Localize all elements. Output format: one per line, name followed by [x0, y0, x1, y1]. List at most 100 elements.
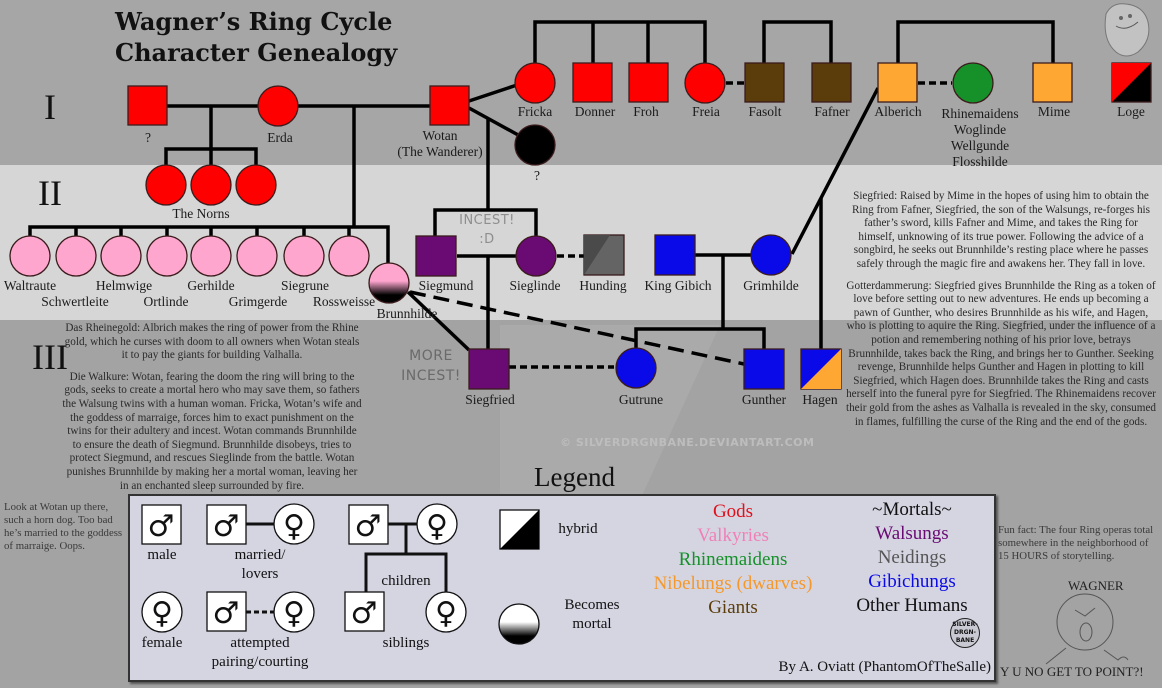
legend-label-attempted-line-1: attempted	[230, 635, 290, 651]
generation-label-2: II	[38, 173, 62, 213]
male-symbol-icon: ♂	[213, 509, 240, 544]
label-ortlinde: Ortlinde	[143, 294, 189, 309]
node-gutrune[interactable]	[615, 347, 657, 389]
category-gods: Gods	[712, 501, 754, 522]
node-donner[interactable]	[572, 62, 613, 103]
node-freia[interactable]	[684, 62, 726, 104]
node-sieglinde[interactable]	[515, 235, 557, 277]
sibling-bar-gods	[533, 20, 707, 63]
label-wotan-alias: (The Wanderer)	[397, 144, 483, 159]
sibling-bar-giants	[762, 20, 833, 63]
label-donner: Donner	[574, 104, 616, 119]
node-norn[interactable]	[145, 164, 187, 206]
node-wotan[interactable]	[429, 85, 470, 126]
node-alberich[interactable]	[877, 62, 918, 103]
label-helmwige: Helmwige	[95, 278, 153, 293]
male-symbol-icon: ♂	[148, 509, 175, 544]
story-siegfried: Siegfried: Raised by Mime in the hopes o…	[851, 190, 1151, 270]
story-gotterdammerung: Gotterdammerung: Siegfried gives Brunnhi…	[845, 279, 1157, 428]
node-loge-fire-half	[1112, 63, 1151, 102]
story-rheingold: Das Rheinegold: Albrich makes the ring o…	[64, 322, 360, 362]
label-alberich: Alberich	[874, 104, 922, 119]
legend-symbols: ♂ ♂ ♀ ♂ ♀ ♂ ♀ ♀ ♂ ♀	[141, 503, 540, 645]
note-fun-fact: Fun fact: The four Ring operas total som…	[998, 524, 1154, 562]
legend-label-attempted: attempted pairing/courting	[212, 634, 309, 672]
node-rhinemaidens[interactable]	[952, 62, 994, 104]
node-siegrune[interactable]	[283, 235, 325, 277]
category-nibelungs: Nibelungs (dwarves)	[653, 573, 813, 594]
label-waltraute: Waltraute	[3, 278, 57, 293]
legend-becomes-mortal-icon	[498, 603, 540, 645]
node-waltraute[interactable]	[9, 235, 51, 277]
legend-sibling-male-icon	[344, 591, 385, 632]
node-grimhilde[interactable]	[750, 234, 792, 276]
artist-stamp-line: BANE	[955, 637, 975, 644]
label-fafner: Fafner	[814, 104, 850, 119]
legend-label-becomes-mortal-line-1: Becomes	[564, 597, 620, 613]
node-fricka[interactable]	[514, 62, 556, 104]
label-fasolt: Fasolt	[748, 104, 782, 119]
category-giants: Giants	[708, 597, 758, 618]
label-siegmund: Siegmund	[418, 278, 474, 293]
node-helmwige[interactable]	[100, 235, 142, 277]
node-fasolt[interactable]	[744, 62, 785, 103]
male-symbol-icon: ♂	[351, 596, 378, 631]
annotation-incest-line-1: INCEST!	[459, 213, 515, 228]
lover-line-wotan-unknown	[468, 106, 521, 138]
legend-label-female: female	[141, 635, 183, 651]
node-norn[interactable]	[190, 164, 232, 206]
label-froh: Froh	[633, 104, 659, 119]
female-symbol-icon: ♀	[426, 509, 448, 544]
label-brunnhilde: Brunnhilde	[376, 306, 438, 321]
sibling-bar-nibelungs	[896, 20, 1055, 63]
annotation-incest-line-2: :D	[479, 232, 495, 247]
female-symbol-icon: ♀	[283, 509, 305, 544]
category-rhinemaidens: Rhinemaidens	[678, 549, 788, 570]
legend-label-siblings: siblings	[382, 635, 430, 651]
label-gerhilde: Gerhilde	[187, 278, 235, 293]
label-sieglinde: Sieglinde	[509, 278, 561, 293]
node-erda[interactable]	[257, 85, 299, 127]
node-siegfried[interactable]	[468, 348, 510, 390]
node-norn[interactable]	[235, 164, 277, 206]
legend-box: ♂ ♂ ♀ ♂ ♀ ♂ ♀ ♀ ♂ ♀ male female married/…	[128, 494, 996, 682]
generation-label-3: III	[32, 337, 68, 377]
legend-label-becomes-mortal-line-2: mortal	[572, 616, 612, 632]
node-froh[interactable]	[628, 62, 669, 103]
label-mime: Mime	[1037, 104, 1071, 119]
annotation-more-incest-line-1: MORE	[409, 348, 453, 364]
node-gunther[interactable]	[743, 348, 785, 390]
story-column-right: Siegfried: Raised by Mime in the hopes o…	[845, 190, 1157, 429]
category-gibichungs: Gibichungs	[868, 571, 956, 592]
marriage-line-wotan-fricka	[468, 83, 518, 103]
node-king-gibich[interactable]	[654, 234, 696, 276]
node-unknown-father[interactable]	[127, 85, 168, 126]
category-mortals-heading: ~Mortals~	[872, 499, 952, 520]
legend-parent-female-icon	[416, 503, 458, 545]
node-gerhilde[interactable]	[190, 235, 232, 277]
node-schwertleite[interactable]	[55, 235, 97, 277]
annotation-more-incest: MORE INCEST!	[396, 346, 466, 386]
legend-label-hybrid: hybrid	[558, 521, 598, 537]
node-siegmund[interactable]	[415, 235, 457, 277]
label-fricka: Fricka	[517, 104, 553, 119]
legend-sibling-bar	[364, 552, 448, 592]
male-symbol-icon: ♂	[213, 596, 240, 631]
node-rossweisse[interactable]	[328, 235, 370, 277]
artist-stamp: SILVER- DRGN- BANE	[950, 618, 980, 648]
legend-hybrid-half	[500, 510, 539, 549]
node-fafner[interactable]	[811, 62, 852, 103]
label-siegrune: Siegrune	[281, 278, 329, 293]
label-siegfried: Siegfried	[465, 392, 515, 407]
node-unknown-mother[interactable]	[514, 124, 556, 166]
legend-title: Legend	[534, 462, 615, 492]
node-grimgerde[interactable]	[236, 235, 278, 277]
node-mime[interactable]	[1032, 62, 1073, 103]
label-hunding: Hunding	[579, 278, 627, 293]
note-wotan: Look at Wotan up there, such a horn dog.…	[4, 501, 123, 552]
node-ortlinde[interactable]	[146, 235, 188, 277]
node-brunnhilde[interactable]	[368, 262, 410, 304]
story-walkure: Die Walkure: Wotan, fearing the doom the…	[62, 370, 362, 492]
node-hagen-nibelung-half	[801, 349, 841, 389]
